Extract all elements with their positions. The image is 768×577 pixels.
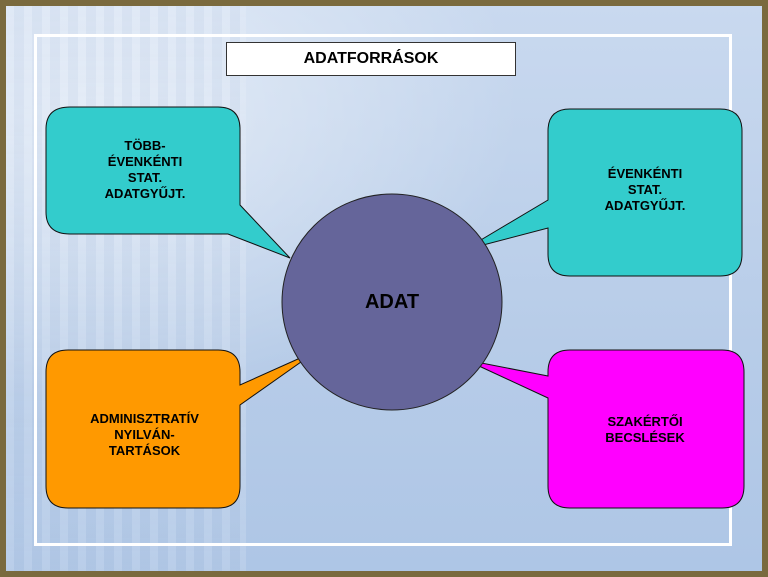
callout-shape-tobb-evenkenti xyxy=(45,106,291,259)
center-label: ADAT xyxy=(364,291,420,313)
callout-label-tobb-evenkenti: TÖBB- ÉVENKÉNTI STAT. ADATGYŰJT. xyxy=(104,138,186,201)
callout-shape-evenkenti xyxy=(463,108,743,277)
white-frame xyxy=(34,34,732,546)
callout-label-adminisztrativ: ADMINISZTRATÍV NYILVÁN- TARTÁSOK xyxy=(90,411,199,458)
callout-shape-adminisztrativ xyxy=(45,349,319,509)
center-ellipse xyxy=(281,193,503,411)
callout-shape-szakertoi xyxy=(465,349,745,509)
callout-label-szakertoi: SZAKÉRTŐI BECSLÉSEK xyxy=(605,414,685,445)
callout-label-evenkenti: ÉVENKÉNTI STAT. ADATGYŰJT. xyxy=(604,166,686,213)
diagram-title: ADATFORRÁSOK xyxy=(226,42,516,76)
